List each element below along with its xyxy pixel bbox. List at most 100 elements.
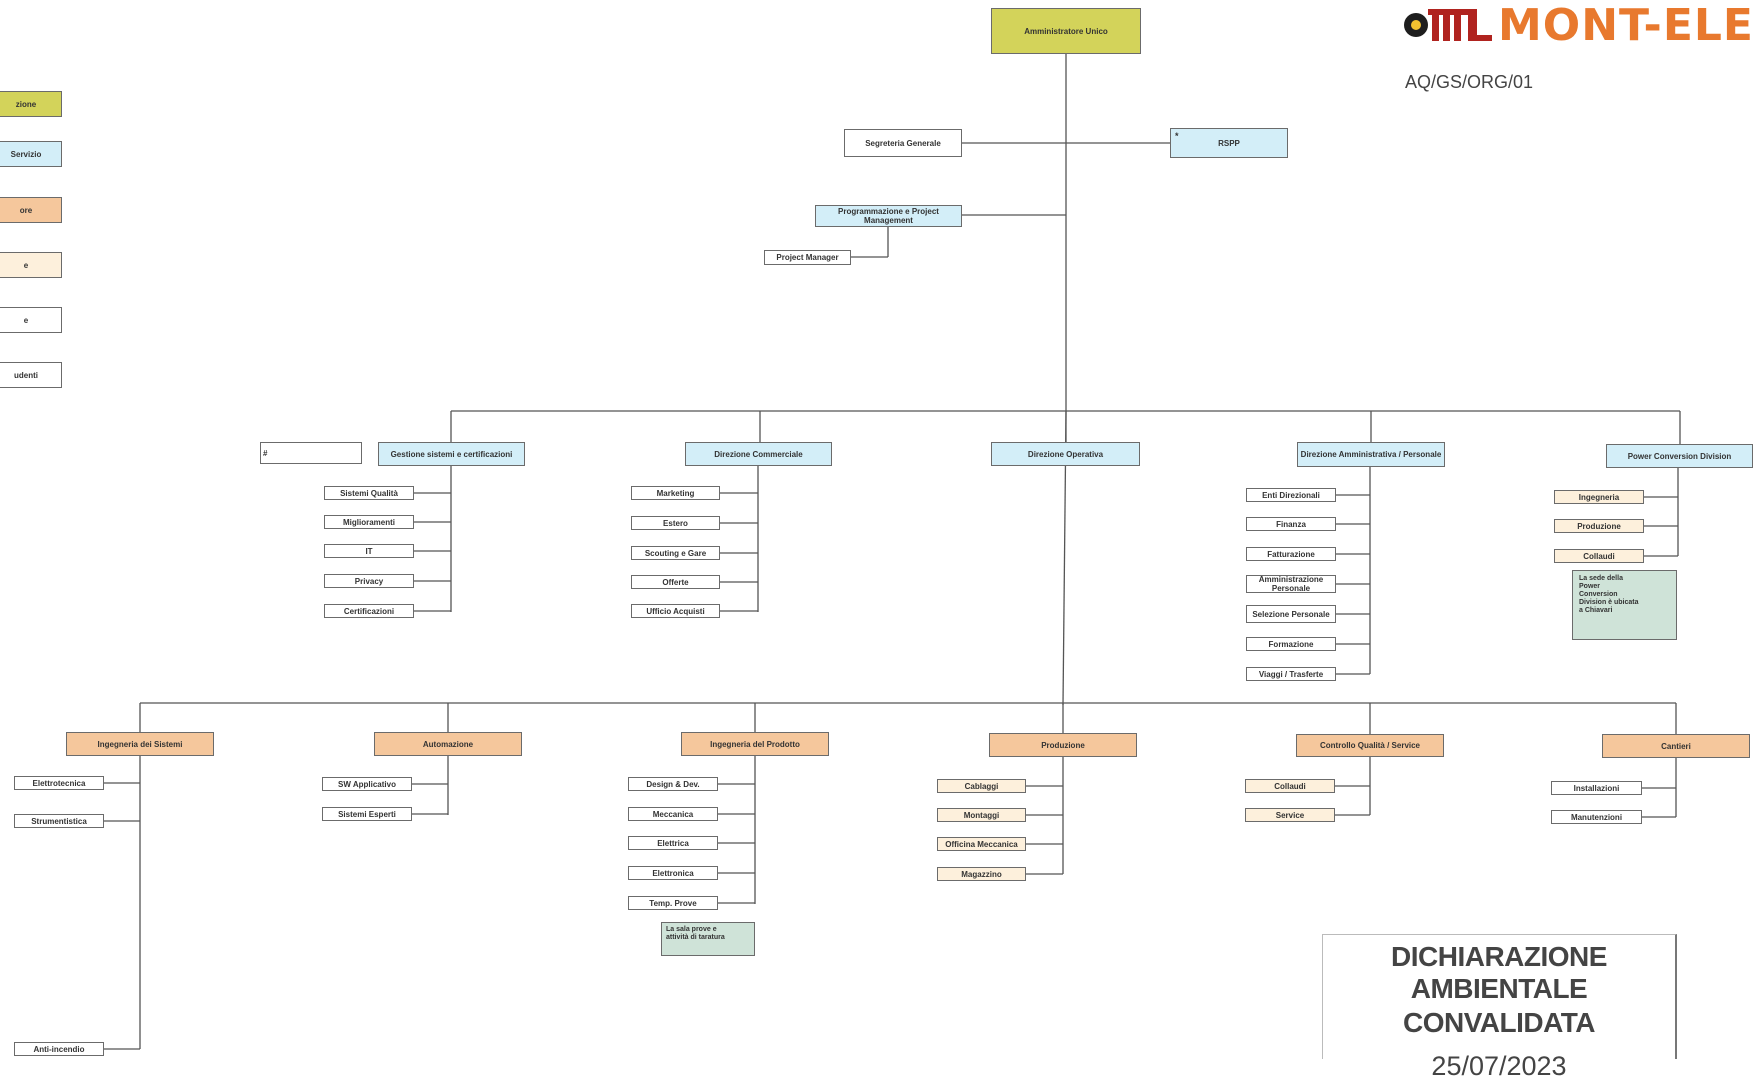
legend-label: e	[23, 260, 29, 270]
direction-box: Direzione Amministrativa / Personale	[1297, 442, 1445, 467]
unit-label: Elettronica	[652, 868, 694, 878]
connector-lines	[104, 54, 1681, 1050]
unit-box: Viaggi / Trasferte	[1246, 667, 1336, 681]
unit-box: Miglioramenti	[324, 515, 414, 529]
legend-label: zione	[15, 99, 37, 109]
legend-label: udenti	[14, 370, 38, 380]
rspp-marker: *	[1175, 131, 1179, 141]
unit-box: Elettrotecnica	[14, 776, 104, 790]
legend-item: Servizio	[0, 141, 62, 167]
unit-label: Sistemi Qualità	[340, 488, 398, 498]
note-line: Division è ubicata	[1579, 599, 1639, 606]
hash-box: #	[260, 442, 362, 464]
operation-label: Ingegneria dei Sistemi	[97, 739, 183, 749]
note-line: Conversion	[1579, 591, 1618, 598]
unit-label: Montaggi	[963, 810, 1000, 820]
legend-item: ore	[0, 197, 62, 223]
unit-label: IT	[365, 546, 373, 556]
logo-mark-icon	[1404, 9, 1492, 41]
unit-label: Anti-incendio	[33, 1044, 85, 1054]
operation-label: Controllo Qualità / Service	[1319, 741, 1421, 750]
operation-box: Cantieri	[1602, 734, 1750, 758]
unit-box: Sistemi Qualità	[324, 486, 414, 500]
unit-label: Strumentistica	[31, 816, 87, 826]
unit-box: Fatturazione	[1246, 547, 1336, 561]
secretary-label: Segreteria Generale	[865, 138, 941, 148]
unit-box: Selezione Personale	[1246, 605, 1336, 623]
unit-box: Temp. Prove	[628, 896, 718, 910]
legend-item: udenti	[0, 362, 62, 388]
direction-label: Power Conversion Division	[1627, 451, 1732, 461]
unit-box: Amministrazione Personale	[1246, 575, 1336, 593]
direction-label: Direzione Operativa	[1027, 449, 1104, 459]
unit-box: Montaggi	[937, 808, 1026, 822]
note-line: La sede della	[1579, 575, 1623, 582]
unit-label: Fatturazione	[1267, 549, 1315, 559]
direction-box: Gestione sistemi e certificazioni	[378, 442, 525, 466]
unit-label: Collaudi	[1583, 551, 1615, 561]
unit-label: SW Applicativo	[338, 779, 396, 789]
unit-label: Service	[1275, 810, 1305, 820]
unit-label: Finanza	[1276, 519, 1306, 529]
company-logo: MONT-ELE	[1398, 0, 1755, 50]
rspp-box: * RSPP	[1170, 128, 1288, 158]
operation-box: Controllo Qualità / Service	[1296, 734, 1444, 757]
operation-box: Ingegneria del Prodotto	[681, 732, 829, 756]
unit-label: Elettrotecnica	[32, 778, 86, 788]
unit-label: Viaggi / Trasferte	[1258, 669, 1324, 679]
operation-label: Ingegneria del Prodotto	[710, 739, 800, 749]
unit-box: Certificazioni	[324, 604, 414, 618]
planning-box: Programmazione e Project Management	[815, 205, 962, 227]
operation-box: Automazione	[374, 732, 522, 756]
stamp-date: 25/07/2023	[1431, 1051, 1567, 1081]
unit-box: IT	[324, 544, 414, 558]
hash-marker: #	[263, 448, 268, 458]
location-note: La sede della Power Conversion Division …	[1572, 570, 1677, 640]
project-manager-label: Project Manager	[776, 253, 839, 262]
unit-box: Installazioni	[1551, 781, 1642, 795]
note-line: La sala prove e	[666, 926, 717, 933]
operation-box: Produzione	[989, 733, 1137, 757]
operation-label: Automazione	[422, 739, 474, 749]
legend-item: zione	[0, 91, 62, 117]
rspp-label: RSPP	[1218, 138, 1240, 148]
unit-label: Amministrazione Personale	[1258, 575, 1324, 593]
unit-label: Offerte	[662, 577, 689, 587]
unit-box: Ingegneria	[1554, 490, 1644, 504]
unit-box: Scouting e Gare	[631, 546, 720, 560]
direction-box: Power Conversion Division	[1606, 444, 1753, 468]
unit-box: Service	[1245, 808, 1335, 822]
operation-label: Cantieri	[1661, 741, 1691, 751]
unit-box: Cablaggi	[937, 779, 1026, 793]
unit-box: Privacy	[324, 574, 414, 588]
direction-label: Direzione Amministrativa / Personale	[1300, 450, 1442, 459]
unit-box: Design & Dev.	[628, 777, 718, 791]
stamp-line2: CONVALIDATA	[1402, 1007, 1596, 1038]
unit-label: Temp. Prove	[649, 898, 697, 908]
unit-label: Meccanica	[652, 809, 694, 819]
unit-label: Cablaggi	[964, 781, 999, 791]
legend-item: e	[0, 252, 62, 278]
operation-label: Produzione	[1041, 740, 1085, 750]
unit-box: Produzione	[1554, 519, 1644, 533]
unit-label: Estero	[663, 518, 688, 528]
unit-label: Selezione Personale	[1252, 609, 1330, 619]
ceo-box: Amministratore Unico	[991, 8, 1141, 54]
unit-label: Installazioni	[1573, 783, 1620, 793]
unit-box: SW Applicativo	[322, 777, 412, 791]
direction-box: Direzione Operativa	[991, 442, 1140, 466]
unit-box: Marketing	[631, 486, 720, 500]
unit-box: Meccanica	[628, 807, 718, 821]
unit-box: Collaudi	[1245, 779, 1335, 793]
ceo-label: Amministratore Unico	[1024, 26, 1108, 36]
unit-label: Formazione	[1268, 639, 1314, 649]
unit-label: Miglioramenti	[342, 517, 395, 527]
legend-label: e	[23, 315, 29, 325]
unit-box: Collaudi	[1554, 549, 1644, 563]
planning-label: Programmazione e Project Management	[838, 207, 939, 225]
unit-box: Elettrica	[628, 836, 718, 850]
logo-text: MONT-ELE	[1498, 0, 1754, 50]
document-code: AQ/GS/ORG/01	[1405, 72, 1534, 92]
legend-label: ore	[19, 205, 33, 215]
validation-stamp: DICHIARAZIONE AMBIENTALE CONVALIDATA 25/…	[1322, 934, 1677, 1081]
